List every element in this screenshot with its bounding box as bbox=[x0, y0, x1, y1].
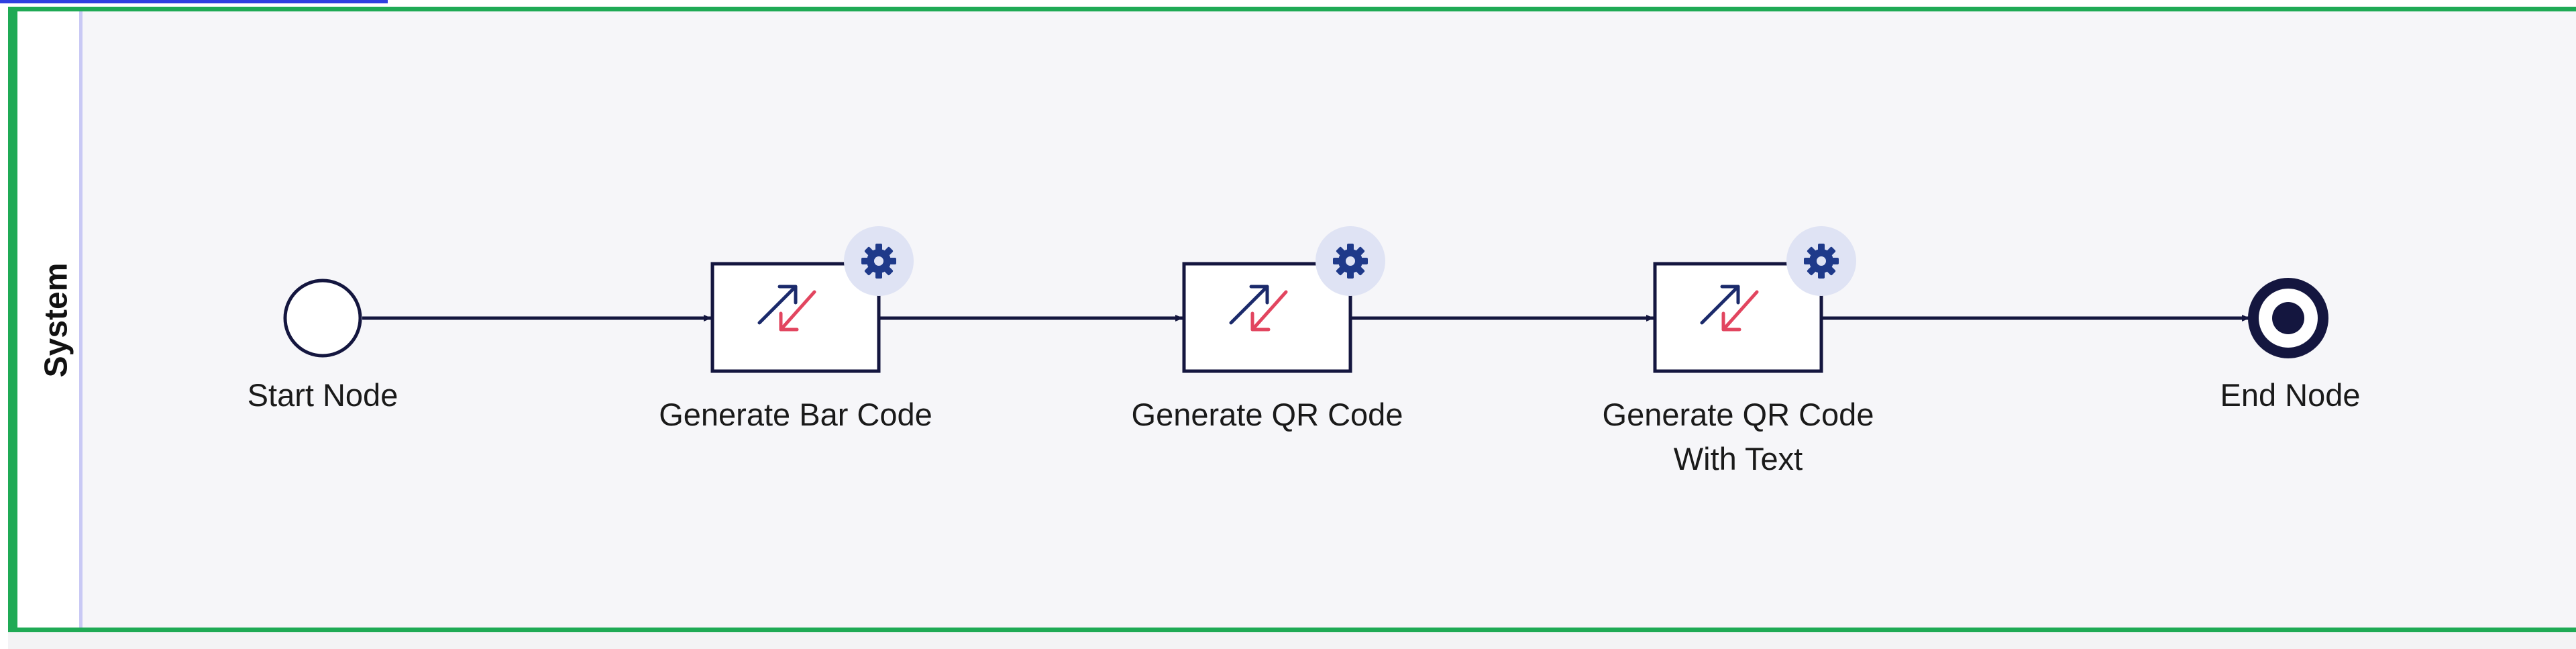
end-node-label: End Node bbox=[2220, 377, 2361, 413]
canvas-footer-area bbox=[8, 632, 2576, 649]
top-accent-bar bbox=[0, 0, 388, 3]
start-node-label: Start Node bbox=[247, 377, 398, 413]
gear-icon bbox=[1804, 244, 1839, 279]
task-generate-qr-code-with-text[interactable] bbox=[1653, 226, 1856, 373]
task-generate-bar-code[interactable] bbox=[710, 226, 914, 373]
gear-icon bbox=[1333, 244, 1368, 279]
end-node[interactable] bbox=[2248, 278, 2328, 358]
task-label-generate-qr-code-with-text-line2: With Text bbox=[1673, 441, 1803, 477]
task-label-generate-bar-code: Generate Bar Code bbox=[659, 397, 932, 432]
task-label-generate-qr-code-with-text-line1: Generate QR Code bbox=[1602, 397, 1874, 432]
start-node-circle[interactable] bbox=[283, 279, 362, 358]
task-label-generate-qr-code: Generate QR Code bbox=[1131, 397, 1403, 432]
gear-icon bbox=[861, 244, 896, 279]
task-generate-qr-code[interactable] bbox=[1182, 226, 1385, 373]
end-node-inner-dot bbox=[2272, 302, 2304, 334]
lane-header[interactable] bbox=[17, 11, 83, 628]
